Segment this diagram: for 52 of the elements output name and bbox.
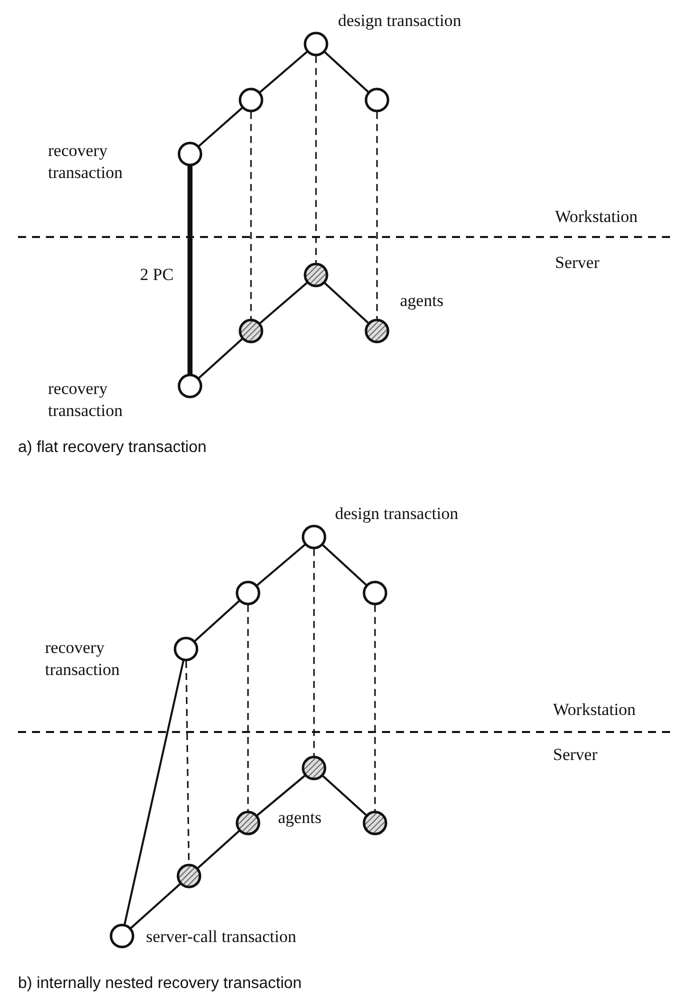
node-caption: recovery transaction [48,378,124,422]
node-caption: recovery transaction [48,140,124,184]
connector-line [198,107,243,147]
circle-node [301,524,327,550]
dashed-line [247,605,249,811]
node-caption: recovery transaction [45,637,121,681]
circle-node [235,580,261,606]
connector-line [197,830,240,869]
node-caption: design transaction [335,503,460,525]
text-label: agents [278,808,322,828]
text-label: Workstation [555,207,638,227]
circle-node [173,636,199,662]
hatched-circle [176,863,202,889]
connector-line [130,883,181,929]
dashed-line [313,549,315,756]
hatched-circle [238,318,264,344]
dashed-line [250,112,252,319]
connector-line [324,282,369,324]
thick-line [188,166,192,374]
circle-node [364,87,390,113]
text-label: Server [553,745,598,765]
figure-caption: a) flat recovery transaction [18,438,207,458]
connector-line [194,600,240,642]
circle-node [362,580,388,606]
connector-line [322,775,367,816]
connector-line [256,544,306,586]
connector-line [124,660,184,924]
text-label: Workstation [553,700,636,720]
connector-line [256,774,306,816]
dashed-line [374,605,376,811]
circle-node [109,923,135,949]
connector-line [198,338,243,379]
connector-line [324,51,369,93]
hatched-circle [362,810,388,836]
connector-line [259,51,308,93]
hatched-circle [235,810,261,836]
text-label: agents [400,291,444,311]
hatched-circle [301,755,327,781]
dashed-line [376,112,378,319]
circle-node [177,141,203,167]
circle-node [303,31,329,57]
hatched-circle [303,262,329,288]
figure-caption: b) internally nested recovery transaction [18,974,302,994]
circle-node [238,87,264,113]
hatched-circle [364,318,390,344]
connector-line [259,282,308,324]
dashed-line [315,56,317,263]
node-caption: server-call transaction [146,926,298,948]
text-label: Server [555,253,600,273]
connector-line [322,544,367,586]
node-caption: design transaction [338,10,462,32]
circle-node [177,373,203,399]
